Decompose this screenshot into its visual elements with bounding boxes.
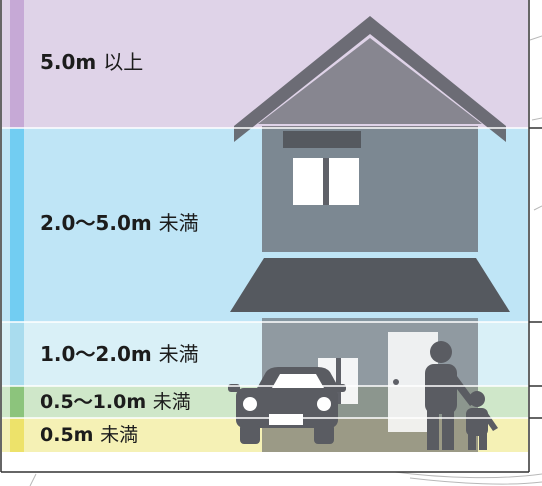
depth-band-marker-under-05: [10, 418, 24, 452]
depth-band-marker-2-5: [10, 128, 24, 322]
diagram-frame: [0, 0, 542, 473]
band-label-above-5: 5.0m 以上: [40, 52, 143, 72]
band-dividers: [2, 127, 528, 472]
band-label-1-2: 1.0～2.0m 未満: [40, 344, 199, 364]
depth-band-marker-05-1: [10, 386, 24, 418]
band-depth-text: 1.0～2.0m: [40, 342, 152, 366]
band-depth-text: 5.0m: [40, 50, 97, 74]
band-label-2-5: 2.0～5.0m 未満: [40, 213, 199, 233]
background-sketch: [29, 35, 542, 486]
house-icon: [230, 16, 510, 452]
band-suffix-text: 未満: [100, 424, 139, 446]
ground-strip: [2, 452, 528, 472]
depth-band-marker-1-2: [10, 322, 24, 386]
band-suffix-text: 未満: [158, 342, 199, 366]
band-depth-text: 2.0～5.0m: [40, 211, 152, 235]
band-suffix-text: 未満: [158, 211, 199, 235]
band-suffix-text: 以上: [103, 50, 144, 74]
depth-band-marker-above-5: [10, 0, 24, 128]
band-suffix-text: 未満: [152, 391, 191, 413]
band-depth-text: 0.5～1.0m: [40, 391, 147, 413]
band-label-05-1: 0.5～1.0m 未満: [40, 393, 191, 412]
band-label-under-05: 0.5m 未満: [40, 426, 138, 445]
band-depth-text: 0.5m: [40, 424, 94, 446]
child-person-icon: [466, 391, 498, 450]
